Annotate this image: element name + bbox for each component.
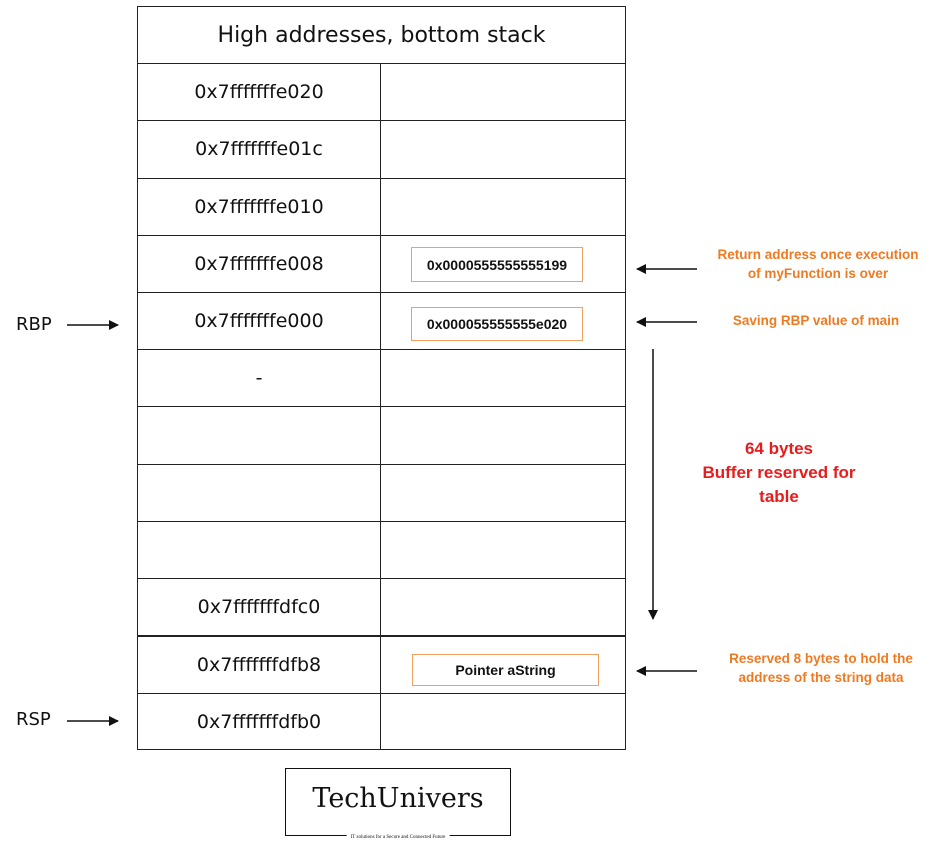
saved-rbp-note: Saving RBP value of main bbox=[732, 313, 900, 328]
row-address: 0x7fffffffe020 bbox=[138, 64, 381, 120]
row-value: Pointer aString bbox=[381, 637, 625, 693]
buffer-label: 64 bytes Buffer reserved for table bbox=[669, 437, 889, 509]
row-address bbox=[138, 522, 381, 578]
stack-row: 0x7fffffffe010 bbox=[137, 179, 626, 236]
logo-name: TechUnivers bbox=[312, 783, 484, 814]
stack-row bbox=[137, 407, 626, 465]
logo-tagline: IT solutions for a Secure and Connected … bbox=[346, 835, 450, 840]
stack-row: 0x7fffffffdfb8 Pointer aString bbox=[137, 636, 626, 694]
row-address: 0x7fffffffdfc0 bbox=[138, 579, 381, 635]
row-address: 0x7fffffffe01c bbox=[138, 121, 381, 178]
row-address bbox=[138, 465, 381, 521]
stack-row: - bbox=[137, 350, 626, 407]
rbp-label: RBP bbox=[16, 314, 52, 335]
note-line: Return address once execution bbox=[717, 247, 919, 262]
stack-row: 0x7fffffffe020 bbox=[137, 64, 626, 121]
pointer-astring-value: Pointer aString bbox=[412, 654, 599, 686]
note-line: Reserved 8 bytes to hold the bbox=[729, 651, 913, 666]
row-address: - bbox=[138, 350, 381, 406]
row-address: 0x7fffffffe010 bbox=[138, 179, 381, 235]
row-address: 0x7fffffffdfb8 bbox=[138, 637, 381, 693]
buffer-line: table bbox=[759, 487, 799, 506]
stack-row: 0x7fffffffe000 0x000055555555e020 bbox=[137, 293, 626, 350]
stack-row bbox=[137, 522, 626, 579]
row-value: 0x000055555555e020 bbox=[381, 293, 625, 349]
row-address: 0x7fffffffdfb0 bbox=[138, 694, 381, 749]
stack-row: 0x7fffffffdfc0 bbox=[137, 579, 626, 636]
rsp-label: RSP bbox=[16, 709, 51, 730]
row-address bbox=[138, 407, 381, 464]
stack-diagram: High addresses, bottom stack 0x7fffffffe… bbox=[137, 6, 626, 750]
buffer-line: Buffer reserved for bbox=[702, 463, 856, 482]
row-address: 0x7fffffffe008 bbox=[138, 236, 381, 292]
stack-row: 0x7fffffffe01c bbox=[137, 121, 626, 179]
stack-header: High addresses, bottom stack bbox=[137, 6, 626, 64]
stack-row bbox=[137, 465, 626, 522]
note-line: address of the string data bbox=[738, 670, 904, 685]
stack-row: 0x7fffffffdfb0 bbox=[137, 694, 626, 750]
row-value: 0x0000555555555199 bbox=[381, 236, 625, 292]
return-address-value: 0x0000555555555199 bbox=[411, 247, 583, 282]
saved-rbp-value: 0x000055555555e020 bbox=[411, 307, 583, 341]
return-address-note: Return address once execution of myFunct… bbox=[698, 245, 938, 283]
reserved-pointer-note: Reserved 8 bytes to hold the address of … bbox=[703, 649, 939, 687]
note-line: of myFunction is over bbox=[747, 266, 889, 281]
stack-row: 0x7fffffffe008 0x0000555555555199 bbox=[137, 236, 626, 293]
techunivers-logo: TechUnivers IT solutions for a Secure an… bbox=[285, 768, 511, 840]
buffer-line: 64 bytes bbox=[744, 439, 814, 458]
row-address: 0x7fffffffe000 bbox=[138, 293, 381, 349]
